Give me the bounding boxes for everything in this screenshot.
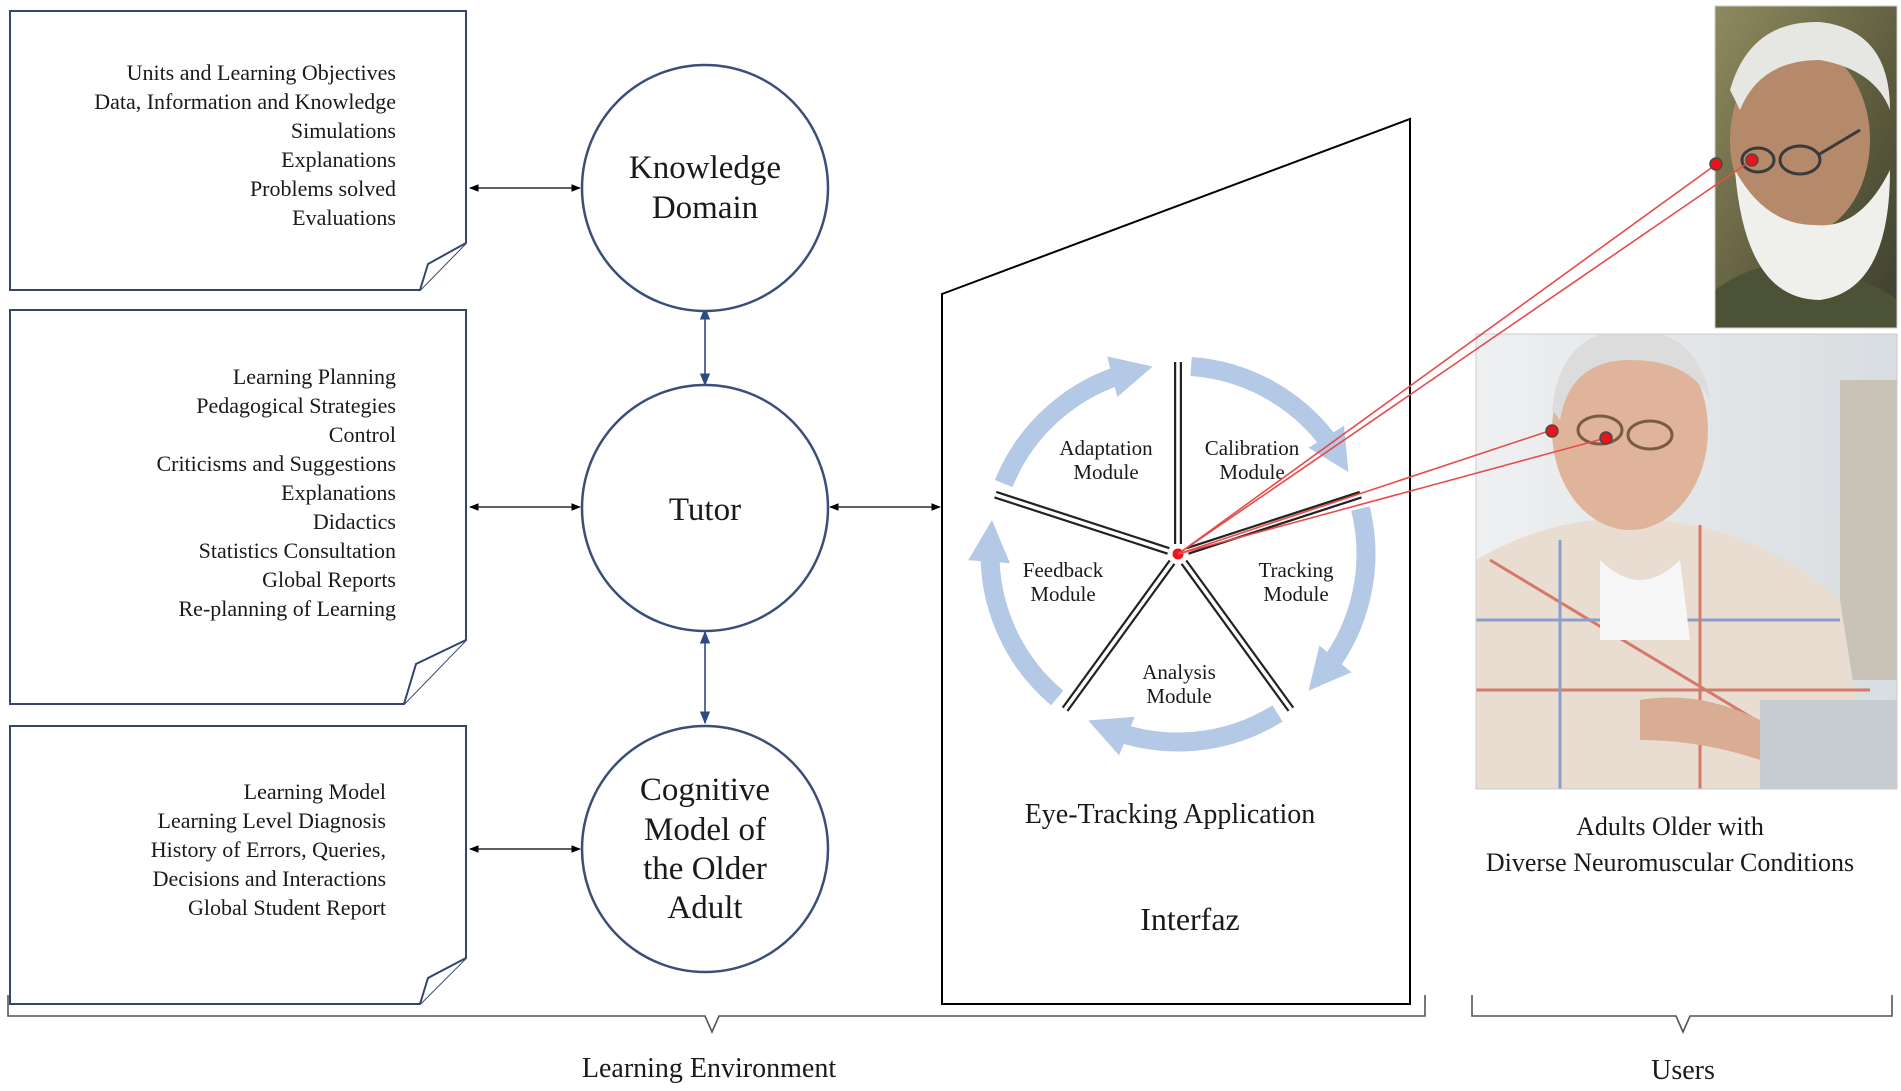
cognitive-model-node: Cognitive Model of the Older Adult — [580, 724, 830, 974]
analysis-module-label: Analysis — [1142, 660, 1216, 684]
adaptation-arrow — [994, 356, 1153, 488]
learning-environment-brace — [7, 995, 1426, 1034]
tracking-arrow — [1308, 506, 1376, 691]
knowledge-note-lines: Units and Learning Objectives Data, Info… — [94, 60, 396, 230]
module-divider — [994, 492, 1170, 553]
gaze-point-user-2-right — [1599, 431, 1613, 445]
learning-environment-label: Learning Environment — [582, 1053, 836, 1084]
feedback-module-label: Module — [1030, 582, 1095, 606]
analysis-arrow — [1088, 705, 1283, 756]
users-description: Diverse Neuromuscular Conditions — [1486, 848, 1854, 877]
app-title: Eye-Tracking Application — [1025, 799, 1316, 830]
user-photo-2-frame — [1475, 333, 1898, 790]
tutor-label: Tutor — [669, 492, 741, 528]
gaze-point-user-2-left — [1545, 424, 1559, 438]
tutor-note-lines: Learning Planning Pedagogical Strategies… — [156, 364, 396, 621]
interface-panel — [941, 117, 1411, 1005]
adaptation-module-label: Adaptation — [1059, 436, 1153, 460]
gaze-lines — [1177, 153, 1759, 555]
knowledge-note-line: Units and Learning Objectives — [127, 60, 396, 85]
tutor-note-line: Criticisms and Suggestions — [156, 451, 396, 476]
cognitive-note-line: History of Errors, Queries, — [151, 837, 386, 862]
user-photo-2 — [1476, 334, 1897, 789]
knowledge-note-line: Simulations — [291, 118, 396, 143]
knowledge-note: Units and Learning Objectives Data, Info… — [9, 10, 467, 291]
knowledge-domain-node: Knowledge Domain — [580, 63, 830, 313]
knowledge-note-line: Data, Information and Knowledge — [94, 89, 396, 114]
module-divider — [1063, 561, 1174, 711]
module-dividers — [994, 362, 1362, 712]
calibration-module-label: Calibration — [1205, 436, 1300, 460]
tracking-module-label: Tracking — [1258, 558, 1334, 582]
gaze-point-user-1-right — [1745, 153, 1759, 167]
tutor-note-line: Re-planning of Learning — [179, 596, 397, 621]
cognitive-model-label: Adult — [667, 890, 742, 926]
tutor-note-line: Control — [329, 422, 396, 447]
cognitive-model-label: the Older — [643, 851, 767, 887]
interface-title: Interfaz — [1140, 901, 1239, 937]
adaptation-module-label: Module — [1073, 460, 1138, 484]
tracking-module-label: Module — [1263, 582, 1328, 606]
tutor-note-line: Global Reports — [262, 567, 396, 592]
tutor-note-line: Learning Planning — [233, 364, 396, 389]
knowledge-domain-label: Domain — [652, 190, 758, 226]
tutor-node: Tutor — [580, 383, 830, 633]
feedback-module-label: Feedback — [1023, 558, 1104, 582]
cognitive-model-label: Model of — [644, 812, 766, 848]
users-brace — [1471, 995, 1893, 1034]
tutor-note-line: Didactics — [313, 509, 396, 534]
feedback-arrow — [968, 520, 1064, 706]
cognitive-note-lines: Learning Model Learning Level Diagnosis … — [151, 779, 386, 920]
calibration-module-label: Module — [1219, 460, 1284, 484]
tutor-note-line: Statistics Consultation — [199, 538, 396, 563]
knowledge-note-line: Problems solved — [250, 176, 396, 201]
adaptation-module: Adaptation Module — [1059, 436, 1153, 484]
cognitive-note: Learning Model Learning Level Diagnosis … — [9, 725, 467, 1005]
tutor-note-line: Pedagogical Strategies — [196, 393, 396, 418]
users-label: Users — [1651, 1055, 1715, 1086]
gaze-point-user-1-left — [1709, 157, 1723, 171]
cognitive-note-line: Decisions and Interactions — [153, 866, 386, 891]
cognitive-note-line: Learning Level Diagnosis — [158, 808, 387, 833]
calibration-arrow — [1190, 357, 1349, 473]
cognitive-note-line: Global Student Report — [188, 895, 386, 920]
module-divider — [1182, 561, 1293, 711]
knowledge-domain-label: Knowledge — [629, 150, 781, 186]
calibration-module: Calibration Module — [1205, 436, 1300, 484]
user-photo-1 — [1715, 6, 1897, 328]
users-description: Adults Older with — [1576, 812, 1764, 841]
tutor-note: Learning Planning Pedagogical Strategies… — [9, 309, 467, 705]
cognitive-model-label: Cognitive — [640, 772, 770, 808]
analysis-module: Analysis Module — [1142, 660, 1216, 708]
feedback-module: Feedback Module — [1023, 558, 1104, 606]
module-wheel: Adaptation Module Calibration Module Tra… — [968, 356, 1376, 756]
tutor-note-line: Explanations — [281, 480, 396, 505]
tracking-module: Tracking Module — [1258, 558, 1334, 606]
cycle-ring — [968, 356, 1376, 756]
analysis-module-label: Module — [1146, 684, 1211, 708]
knowledge-note-line: Evaluations — [292, 205, 396, 230]
knowledge-note-line: Explanations — [281, 147, 396, 172]
cognitive-note-line: Learning Model — [244, 779, 386, 804]
